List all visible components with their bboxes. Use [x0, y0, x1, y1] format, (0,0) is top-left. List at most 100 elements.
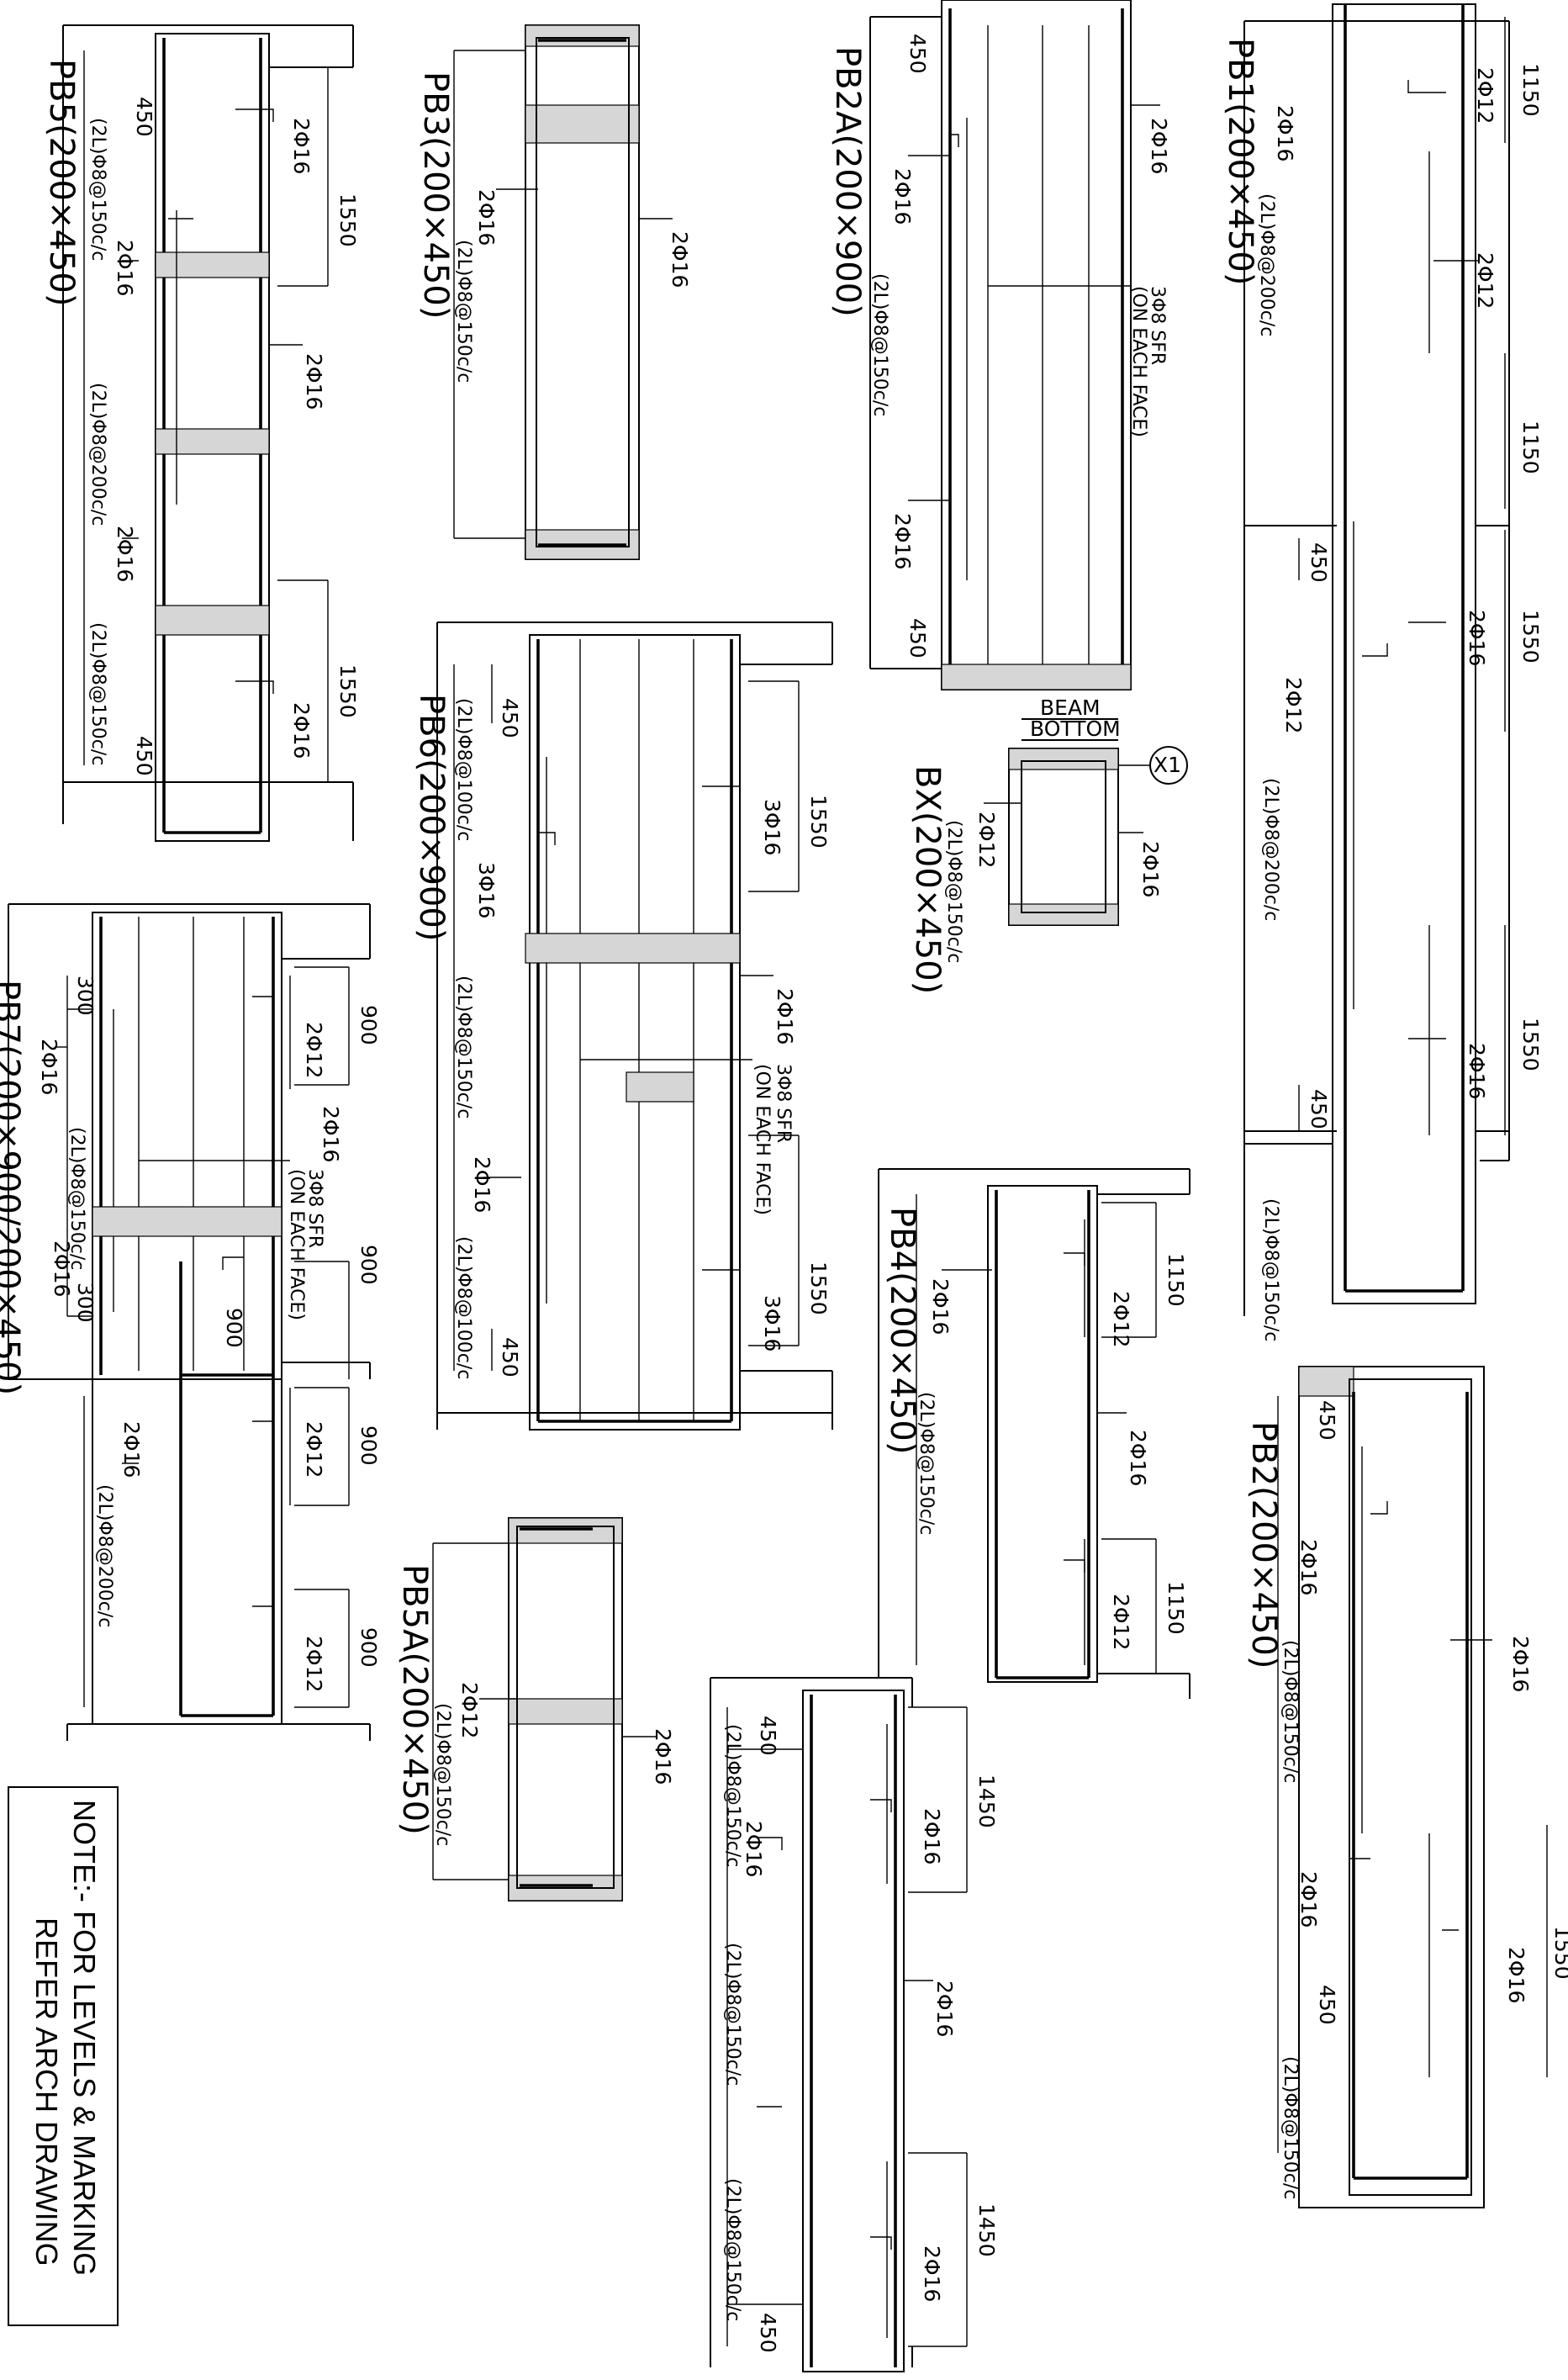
- pb2a-sfr: 3Φ8 SFR: [1147, 286, 1168, 365]
- beam-pb2: PB2(200×450) 2Φ16 2Φ16 2Φ16 2Φ16 (2L)Φ8@…: [1244, 1366, 1568, 2208]
- pb2a-rebar-2: 2Φ16: [890, 168, 915, 225]
- pb7-rebar-6: 2Φ12: [302, 1421, 326, 1478]
- pb2-dim-1: 450: [1315, 1400, 1339, 1441]
- pb7-stirrup-1: (2L)Φ8@150c/c: [66, 1127, 87, 1270]
- pb5-stirrup-3: (2L)Φ8@150c/c: [87, 622, 108, 765]
- pb2a-sfr-note: (ON EACH FACE): [1128, 286, 1149, 437]
- pb4-rebar-2: 2Φ12: [1109, 1291, 1133, 1347]
- pb8-rebar-1: 2Φ16: [920, 1808, 944, 1864]
- pb8-dim-2: 450: [756, 2313, 780, 2353]
- pb5-rebar-5: 2Φ16: [289, 702, 314, 759]
- pb8-rebar-4: 2Φ16: [742, 1821, 766, 1877]
- pb5-rebar-4: 2Φ16: [113, 526, 137, 582]
- bx-heading-2: BOTTOM: [1030, 717, 1121, 741]
- pb1-rebar-6: 2Φ12: [1281, 677, 1306, 733]
- general-note: NOTE:- FOR LEVELS & MARKING REFER ARCH D…: [8, 1786, 119, 2326]
- pb5-stirrup-1: (2L)Φ8@150c/c: [87, 118, 108, 261]
- pb7-rebar-4: 2Φ16: [50, 1240, 74, 1297]
- pb6-sfr: 3Φ8 SFR: [773, 1064, 794, 1143]
- pb6-rebar-1: 3Φ16: [760, 799, 784, 855]
- pb6-stirrup-1: (2L)Φ8@100c/c: [453, 698, 474, 841]
- pb1-rebar-4: 2Φ16: [1465, 610, 1489, 666]
- pb7-rebar-2: 2Φ16: [37, 1039, 61, 1095]
- pb7-title: PB7(200×900/200×450): [0, 980, 26, 1395]
- pb7-rebar-1: 2Φ12: [302, 1022, 326, 1078]
- pb5-dim-2: 450: [132, 736, 156, 776]
- pb2a-rebar-3: 2Φ16: [890, 513, 915, 569]
- pb5-dim-1: 450: [132, 97, 156, 137]
- pb1-stirrup-2: (2L)Φ8@200c/c: [1260, 778, 1281, 921]
- pb6-dim-1: 450: [498, 698, 522, 738]
- pb4-stirrup-1: (2L)Φ8@150c/c: [916, 1392, 937, 1535]
- pb2a-title: PB2A(200×900): [828, 46, 867, 317]
- pb6-stirrup-3: (2L)Φ8@100c/c: [453, 1236, 474, 1379]
- beam-pb2a: PB2A(200×900) 2Φ16 2Φ16 2Φ16 3Φ8 SFR (ON…: [828, 0, 1171, 690]
- pb3-rebar-2: 2Φ16: [474, 189, 499, 246]
- pb2-rebar-4: 2Φ16: [1504, 1947, 1528, 2003]
- pb5a-rebar-2: 2Φ16: [651, 1728, 675, 1785]
- pb1-dim-5: 450: [1307, 542, 1331, 583]
- pb7-dim-5: 900: [222, 1308, 246, 1348]
- pb8-stirrup-3: (2L)Φ8@150c/c: [722, 2178, 743, 2321]
- pb4-rebar-3: 2Φ16: [1126, 1430, 1150, 1486]
- pb5-rebar-3: 2Φ16: [302, 353, 326, 410]
- pb1-rebar-1: 2Φ12: [1473, 67, 1497, 124]
- pb4-dim-1: 1150: [1164, 1253, 1188, 1307]
- beam-pb3: PB3(200×450) 2Φ16 2Φ16 (2L)Φ8@150c/c: [416, 24, 692, 560]
- pb5-dim-3: 1550: [335, 193, 360, 247]
- pb2a-rebar-1: 2Φ16: [1147, 118, 1171, 174]
- beam-pb5a: PB5A(200×450) 2Φ12 2Φ16 (2L)Φ8@150c/c: [395, 1517, 675, 1901]
- beam-pb6: PB6(200×900) 3Φ16 3Φ16 2Φ16 2Φ16 3Φ16 3Φ…: [412, 621, 833, 1431]
- pb7-dim-7: 900: [356, 1627, 381, 1668]
- pb1-rebar-2: 2Φ12: [1473, 252, 1497, 309]
- pb2-dim-3: 1550: [1550, 1926, 1568, 1980]
- pb8-stirrup-1: (2L)Φ8@150c/c: [722, 1724, 743, 1867]
- bx-rebar-2: 2Φ16: [1138, 841, 1163, 897]
- pb8-rebar-3: 2Φ16: [920, 2245, 944, 2302]
- pb2a-stirrup-1: (2L)Φ8@150c/c: [869, 273, 890, 416]
- beam-pb5: PB5(200×450) 2Φ16 2Φ16 2Φ16 2Φ16 2Φ16 (2…: [42, 24, 360, 842]
- pb7-dim-2: 300: [73, 1283, 98, 1323]
- pb5a-title: PB5A(200×450): [395, 1564, 434, 1835]
- beam-pb7: PB7(200×900/200×450) 2Φ12 2Φ16 2Φ16 2Φ16…: [0, 903, 381, 1741]
- beam-pb1: PB1(200×450) 2Φ12 2Φ12 2Φ16 2Φ16 2Φ16 2Φ…: [1221, 3, 1543, 1341]
- pb2-rebar-1: 2Φ16: [1508, 1636, 1533, 1692]
- pb7-stirrup-2: (2L)Φ8@200c/c: [94, 1484, 115, 1627]
- pb8-dim-3: 1450: [974, 1774, 999, 1828]
- pb4-title: PB4(200×450): [883, 1207, 921, 1454]
- note-line-2: REFER ARCH DRAWING: [29, 1917, 64, 2266]
- pb6-title: PB6(200×900): [412, 694, 451, 941]
- pb5a-stirrup-1: (2L)Φ8@150c/c: [432, 1703, 453, 1846]
- pb1-rebar-5: 2Φ16: [1465, 1043, 1489, 1099]
- pb2-rebar-3: 2Φ16: [1296, 1871, 1321, 1928]
- beam-bx: BEAM BOTTOM X1 BX(200×450) 2Φ12 2Φ16 (2L…: [908, 695, 1188, 994]
- pb3-stirrup-1: (2L)Φ8@150c/c: [453, 240, 474, 383]
- pb7-sfr: 3Φ8 SFR: [304, 1169, 325, 1248]
- pb7-rebar-3: 2Φ16: [319, 1106, 343, 1162]
- pb6-dim-4: 1550: [806, 1261, 831, 1315]
- pb1-dim-1: 1150: [1518, 63, 1543, 117]
- pb7-dim-3: 900: [356, 1005, 381, 1045]
- pb6-rebar-4: 2Φ16: [470, 1156, 494, 1213]
- pb4-rebar-1: 2Φ16: [928, 1278, 953, 1335]
- pb1-dim-2: 1150: [1518, 420, 1543, 474]
- pb7-sfr-note: (ON EACH FACE): [286, 1169, 307, 1320]
- pb5-title: PB5(200×450): [42, 59, 81, 306]
- pb6-dim-3: 1550: [806, 795, 831, 849]
- pb7-dim-1: 300: [73, 976, 98, 1016]
- pb2a-dim-1: 450: [905, 34, 930, 74]
- pb1-stirrup-3: (2L)Φ8@150c/c: [1260, 1198, 1281, 1341]
- pb7-dim-4: 900: [356, 1245, 381, 1285]
- pb6-rebar-5: 3Φ16: [760, 1295, 784, 1351]
- pb2-title: PB2(200×450): [1244, 1421, 1283, 1669]
- pb4-dim-2: 1150: [1164, 1581, 1188, 1635]
- bx-marker: X1: [1154, 753, 1181, 777]
- pb6-rebar-2: 3Φ16: [474, 862, 499, 918]
- note-line-1: NOTE:- FOR LEVELS & MARKING: [67, 1800, 102, 2276]
- pb6-stirrup-2: (2L)Φ8@150c/c: [453, 976, 474, 1119]
- beam-pb4: PB4(200×450) 2Φ16 2Φ12 2Φ16 2Φ12 (2L)Φ8@…: [878, 1168, 1191, 1699]
- pb6-rebar-3: 2Φ16: [773, 988, 797, 1045]
- bx-rebar-1: 2Φ12: [974, 812, 999, 868]
- pb1-dim-6: 450: [1307, 1089, 1331, 1129]
- pb8-rebar-2: 2Φ16: [932, 1981, 957, 2037]
